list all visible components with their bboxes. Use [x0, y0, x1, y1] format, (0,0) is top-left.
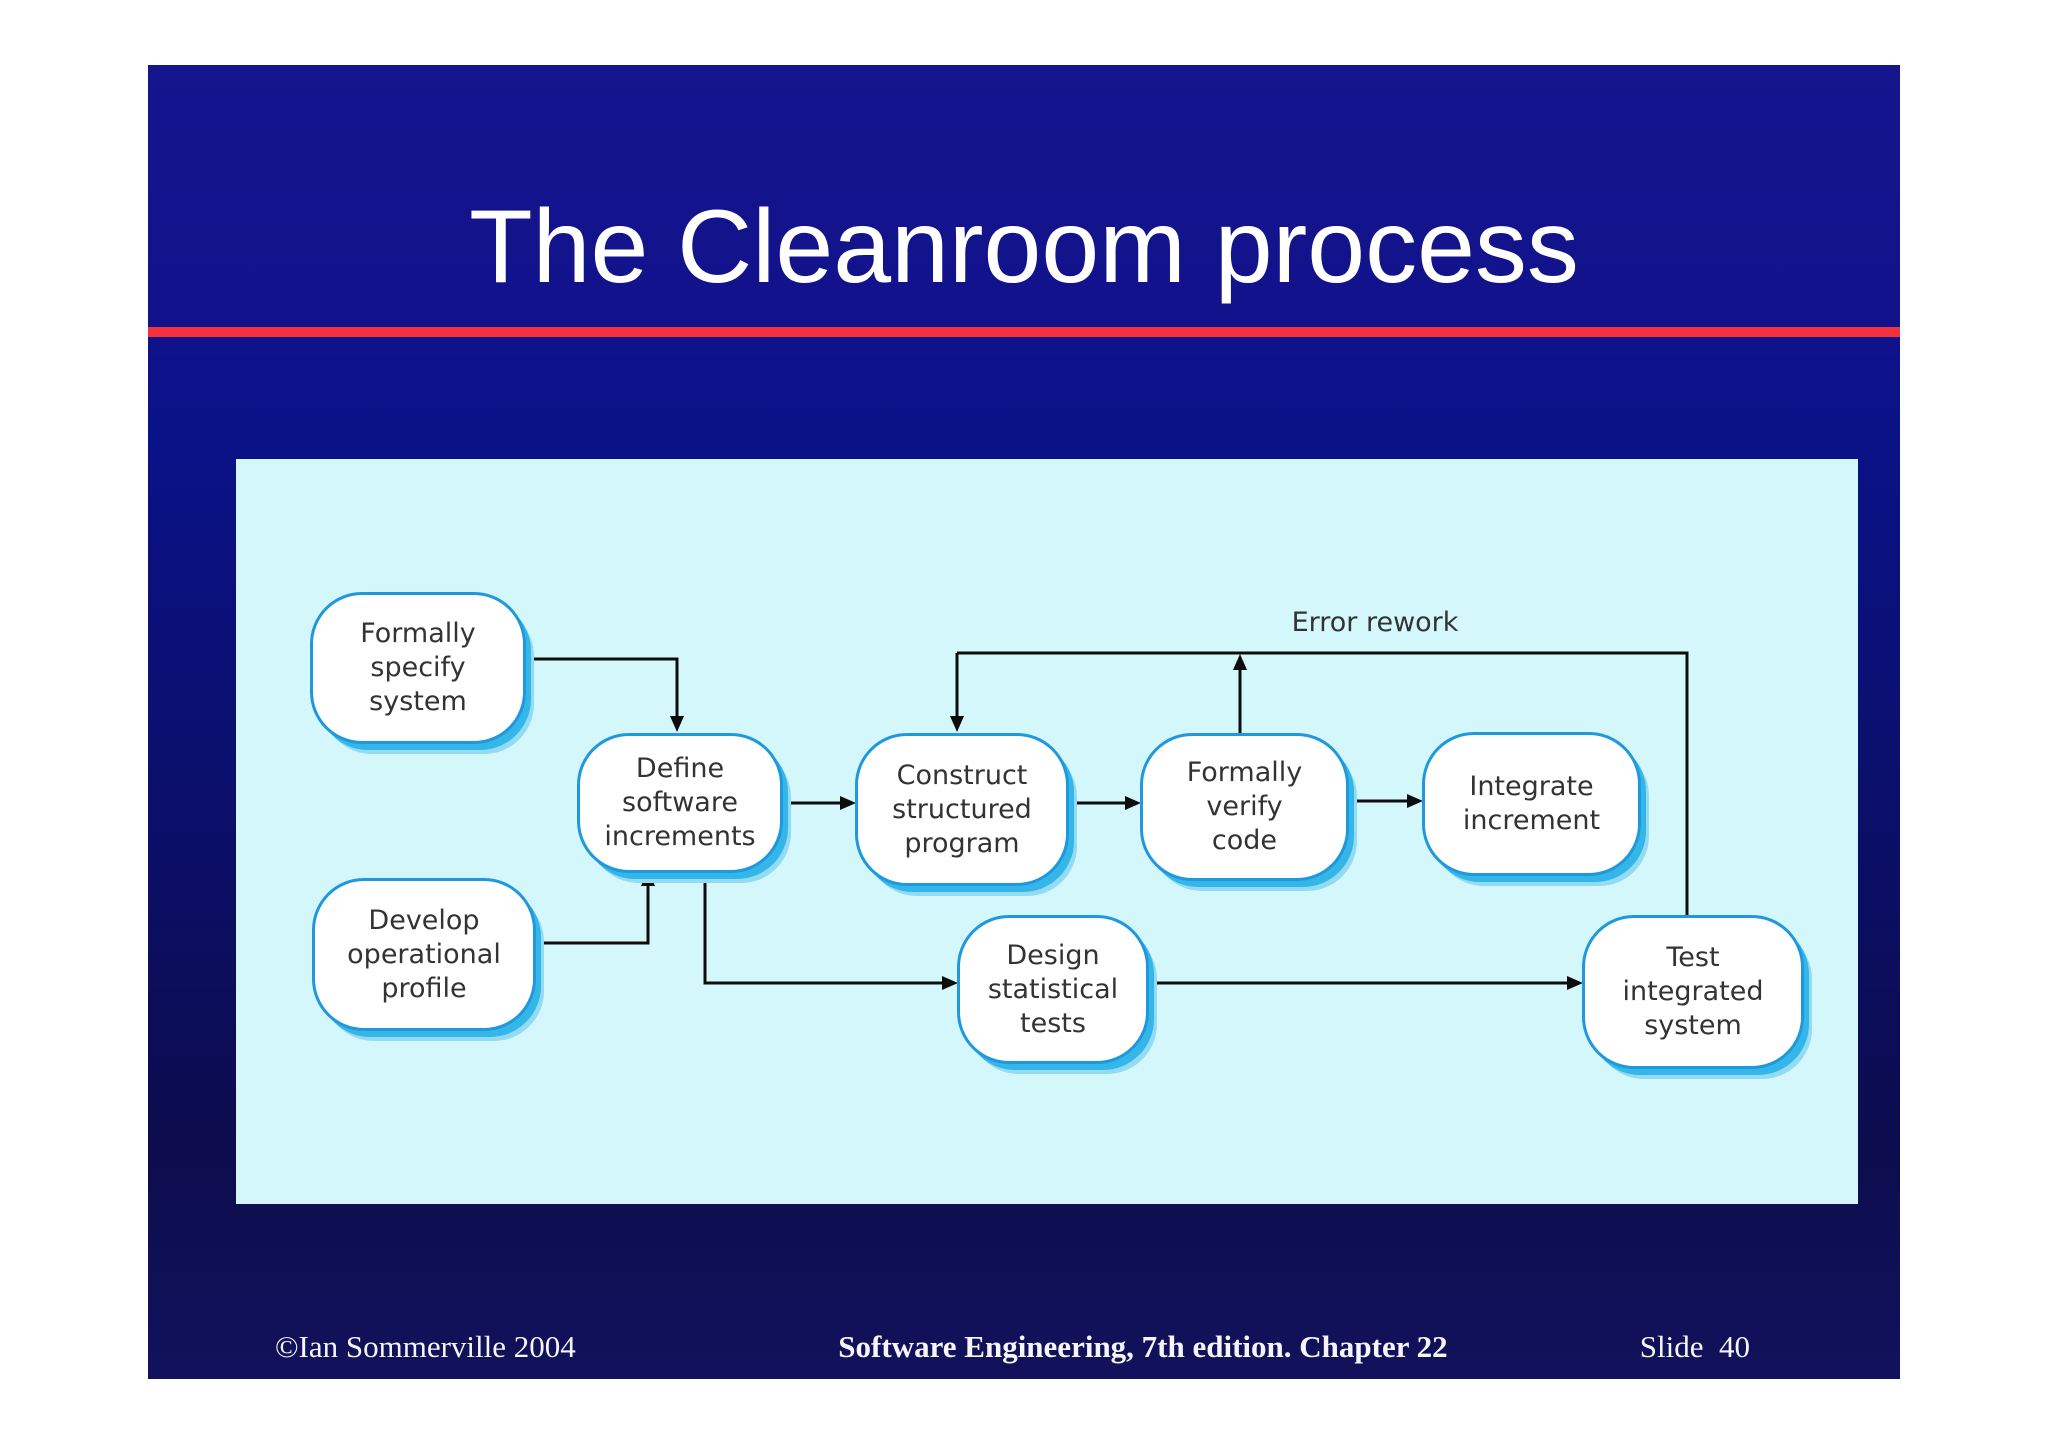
node-formally-verify-code: Formally verify code: [1140, 733, 1349, 881]
error-rework-label: Error rework: [1291, 607, 1459, 638]
title-accent-rule: [148, 327, 1900, 337]
cleanroom-process-diagram: Error rework Formally specify system Dev…: [236, 459, 1858, 1204]
footer-slide-number: Slide 40: [1639, 1329, 1750, 1364]
edge-develop-to-define: [530, 870, 655, 945]
node-label: Design statistical tests: [987, 939, 1119, 1039]
slide: The Cleanroom process: [148, 65, 1900, 1379]
node-label: Test integrated system: [1622, 942, 1764, 1041]
footer-copyright: ©Ian Sommerville 2004: [275, 1329, 576, 1364]
node-label: Construct structured program: [892, 759, 1032, 859]
node-construct-structured-program: Construct structured program: [855, 733, 1069, 886]
edge-rework-line: [957, 651, 1689, 915]
slide-title: The Cleanroom process: [469, 189, 1579, 305]
node-test-integrated-system: Test integrated system: [1582, 915, 1804, 1069]
node-design-statistical-tests: Design statistical tests: [957, 915, 1149, 1064]
slide-footer: ©Ian Sommerville 2004 Software Engineeri…: [148, 1329, 1900, 1379]
node-define-software-increments: Define software increments: [577, 733, 783, 873]
footer-book-title: Software Engineering, 7th edition. Chapt…: [838, 1329, 1448, 1364]
node-integrate-increment: Integrate increment: [1422, 732, 1641, 876]
node-label: Develop operational profile: [347, 904, 501, 1004]
edge-define-to-design: [703, 867, 958, 990]
node-label: Define software increments: [604, 753, 756, 852]
flow-connectors: [520, 651, 1689, 990]
node-label: Formally verify code: [1186, 757, 1303, 856]
edge-specify-to-define: [520, 657, 684, 732]
node-label: Integrate increment: [1462, 771, 1601, 836]
node-formally-specify-system: Formally specify system: [310, 592, 526, 744]
node-develop-operational-profile: Develop operational profile: [312, 878, 536, 1031]
node-label: Formally specify system: [360, 618, 476, 717]
